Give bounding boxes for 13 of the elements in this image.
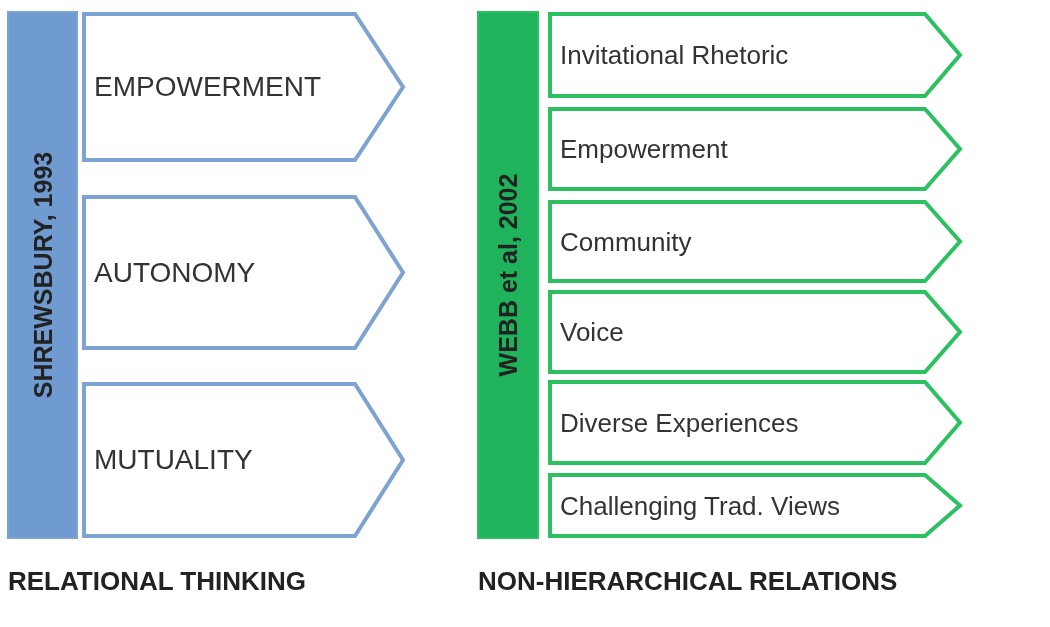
section-caption: RELATIONAL THINKING bbox=[8, 566, 307, 597]
chevron-label: Voice bbox=[560, 316, 624, 348]
chevron-label: Diverse Experiences bbox=[560, 407, 799, 438]
chevron-label: AUTONOMY bbox=[94, 256, 256, 289]
section-caption: NON-HIERARCHICAL RELATIONS bbox=[478, 566, 898, 597]
chevron-label: MUTUALITY bbox=[94, 444, 253, 476]
chevron-label: Community bbox=[560, 226, 692, 257]
chevron-label: Invitational Rhetoric bbox=[560, 39, 789, 71]
chevron-label: Challenging Trad. Views bbox=[560, 490, 840, 521]
chevron-label: Empowerment bbox=[560, 133, 728, 165]
bar-title: WEBB et al, 2002 bbox=[493, 173, 523, 377]
bar-title: SHREWSBURY, 1993 bbox=[28, 151, 57, 399]
chevron-label: EMPOWERMENT bbox=[94, 71, 322, 103]
